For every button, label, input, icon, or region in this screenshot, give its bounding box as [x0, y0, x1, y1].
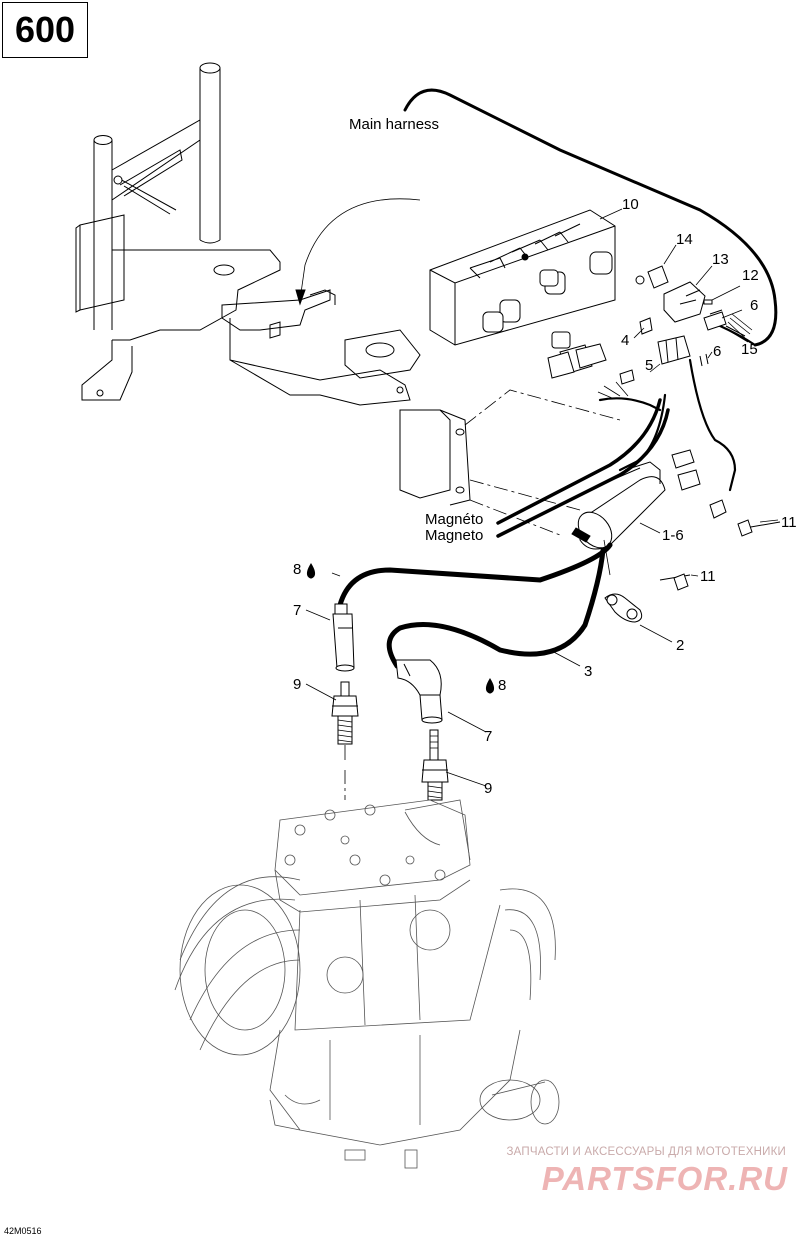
left-plug-assembly [331, 603, 359, 800]
callout-10: 10 [622, 196, 639, 213]
callout-7-left: 7 [293, 602, 302, 619]
callout-9-right: 9 [484, 780, 493, 797]
callout-8-left: 8 [293, 561, 302, 578]
spark-plug-cables [337, 542, 613, 669]
engine-block [174, 799, 560, 1169]
label-magneto-en: Magneto [425, 527, 484, 544]
watermark-tagline: ЗАПЧАСТИ И АКСЕССУАРЫ ДЛЯ МОТОТЕХНИКИ [506, 1146, 786, 1158]
right-plug-assembly [395, 659, 487, 801]
callout-7-right: 7 [484, 728, 493, 745]
callout-5: 5 [645, 357, 654, 374]
callout-3: 3 [584, 663, 593, 680]
callout-15: 15 [741, 341, 758, 358]
callout-14: 14 [676, 231, 693, 248]
ignition-coil [571, 449, 727, 576]
callout-4: 4 [621, 332, 630, 349]
grease-drop-icons [306, 563, 495, 694]
callout-2: 2 [676, 637, 685, 654]
main-harness-cable [403, 88, 778, 347]
ignition-bracket [399, 389, 621, 536]
leader-lines [305, 208, 779, 701]
frame-bracket [75, 62, 421, 406]
label-magneto-fr: Magnéto [425, 511, 484, 528]
callout-11-upper: 11 [781, 514, 797, 531]
connector-wires [597, 358, 737, 492]
grease-drop-icon [485, 678, 495, 694]
screws [659, 519, 781, 591]
callout-6-upper: 6 [750, 297, 759, 314]
drawing-code: 42M0516 [4, 1226, 42, 1236]
callout-8-right: 8 [498, 677, 507, 694]
callout-9-left: 9 [293, 676, 302, 693]
callout-6-lower: 6 [713, 343, 722, 360]
callout-1-6: 1-6 [662, 527, 684, 544]
callout-12: 12 [742, 267, 759, 284]
connectors-group [547, 265, 749, 385]
label-main-harness: Main harness [349, 116, 440, 133]
callout-13: 13 [712, 251, 729, 268]
magneto-leads [496, 398, 670, 538]
watermark-logo: PARTSFOR.RU [541, 1160, 788, 1197]
callout-11-lower: 11 [700, 568, 716, 585]
model-number-box: 600 [2, 2, 88, 58]
cdi-module [429, 209, 616, 346]
ground-clamp [604, 593, 673, 643]
grease-drop-icon [306, 563, 316, 579]
